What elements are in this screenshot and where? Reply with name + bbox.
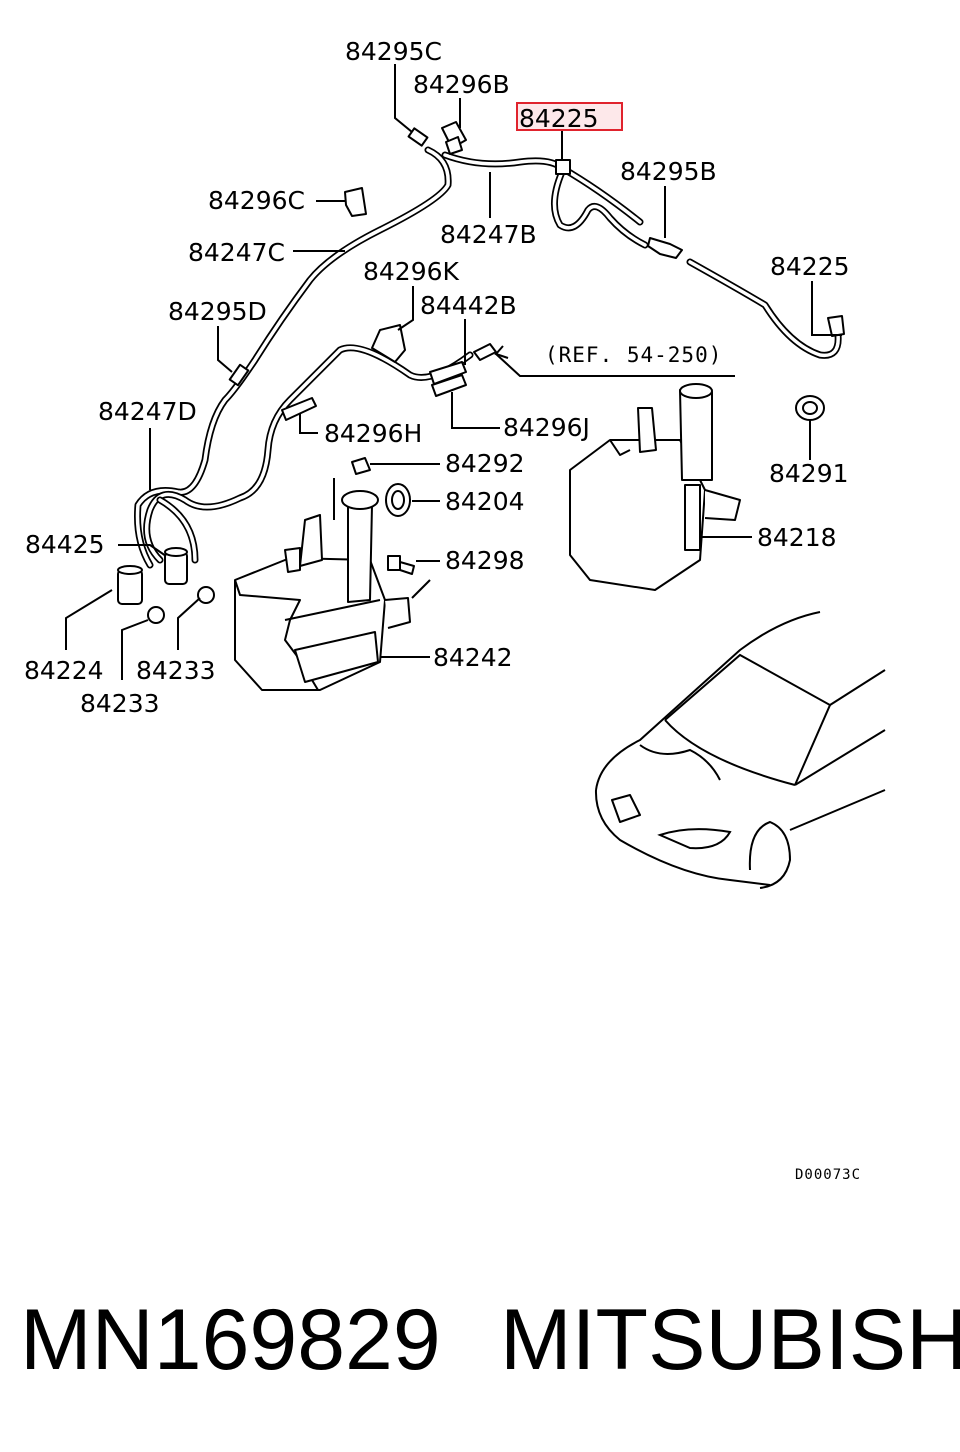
pump-84425: [164, 547, 188, 585]
label-84233-b: 84233: [80, 689, 160, 718]
grommet-84233-a: [197, 586, 215, 604]
clip-84296C: [344, 187, 367, 217]
washer-hose-84247D: [143, 344, 474, 564]
label-84298: 84298: [445, 546, 525, 575]
leader-lines: [65, 64, 842, 680]
highlight-box: [516, 102, 623, 131]
vehicle-location-sketch: [594, 611, 886, 889]
label-84296H: 84296H: [324, 419, 422, 448]
clip-84225-top: [555, 159, 571, 175]
grommet-84291: [795, 395, 825, 421]
label-84247C: 84247C: [188, 238, 285, 267]
label-84296B: 84296B: [413, 70, 510, 99]
footer: MN169829 MITSUBISHI: [0, 1290, 960, 1400]
label-84442B: 84442B: [420, 291, 517, 320]
clip-84442B: [429, 361, 467, 385]
label-84233-a: 84233: [136, 656, 216, 685]
clip-84296H: [281, 397, 317, 421]
label-84296C: 84296C: [208, 186, 305, 215]
label-84218: 84218: [757, 523, 837, 552]
diagram-code: D00073C: [795, 1167, 861, 1183]
label-84425: 84425: [25, 530, 105, 559]
label-84292: 84292: [445, 449, 525, 478]
label-84225: 84225: [770, 252, 850, 281]
washer-hose-84247B: [441, 151, 649, 249]
part-number: MN169829: [20, 1292, 441, 1388]
label-84242: 84242: [433, 643, 513, 672]
clip-84292: [351, 457, 371, 475]
bolt-84298: [387, 555, 415, 575]
label-84296J: 84296J: [503, 413, 590, 442]
clip-84296K: [371, 324, 406, 363]
label-84295D: 84295D: [168, 297, 267, 326]
callout-labels: 84295C 84296B 84225 84295B 84296C 84247B…: [24, 37, 861, 1183]
clip-84296B: [441, 121, 467, 155]
label-84225-highlighted[interactable]: 84225: [519, 104, 599, 133]
cap-84204: [385, 483, 411, 517]
nozzle-84225: [827, 315, 845, 337]
ref-connector: [473, 343, 497, 361]
label-84295B: 84295B: [620, 157, 717, 186]
joint-84295D: [228, 363, 250, 387]
label-84247D: 84247D: [98, 397, 197, 426]
brand-name: MITSUBISHI: [500, 1292, 960, 1388]
label-84247B: 84247B: [440, 220, 537, 249]
label-84204: 84204: [445, 487, 525, 516]
label-84291: 84291: [769, 459, 849, 488]
reservoir-84242: [234, 490, 411, 691]
label-84295C: 84295C: [345, 37, 442, 66]
grommet-84233-b: [147, 606, 165, 624]
joint-84295B: [647, 237, 683, 259]
label-84296K: 84296K: [363, 257, 460, 286]
clip-84296J: [431, 374, 467, 397]
label-84224: 84224: [24, 656, 104, 685]
ref-note: (REF. 54-250): [545, 343, 722, 367]
washer-hose-rear: [686, 258, 842, 359]
reservoir-84218: [569, 383, 741, 591]
pump-84224: [117, 565, 143, 605]
